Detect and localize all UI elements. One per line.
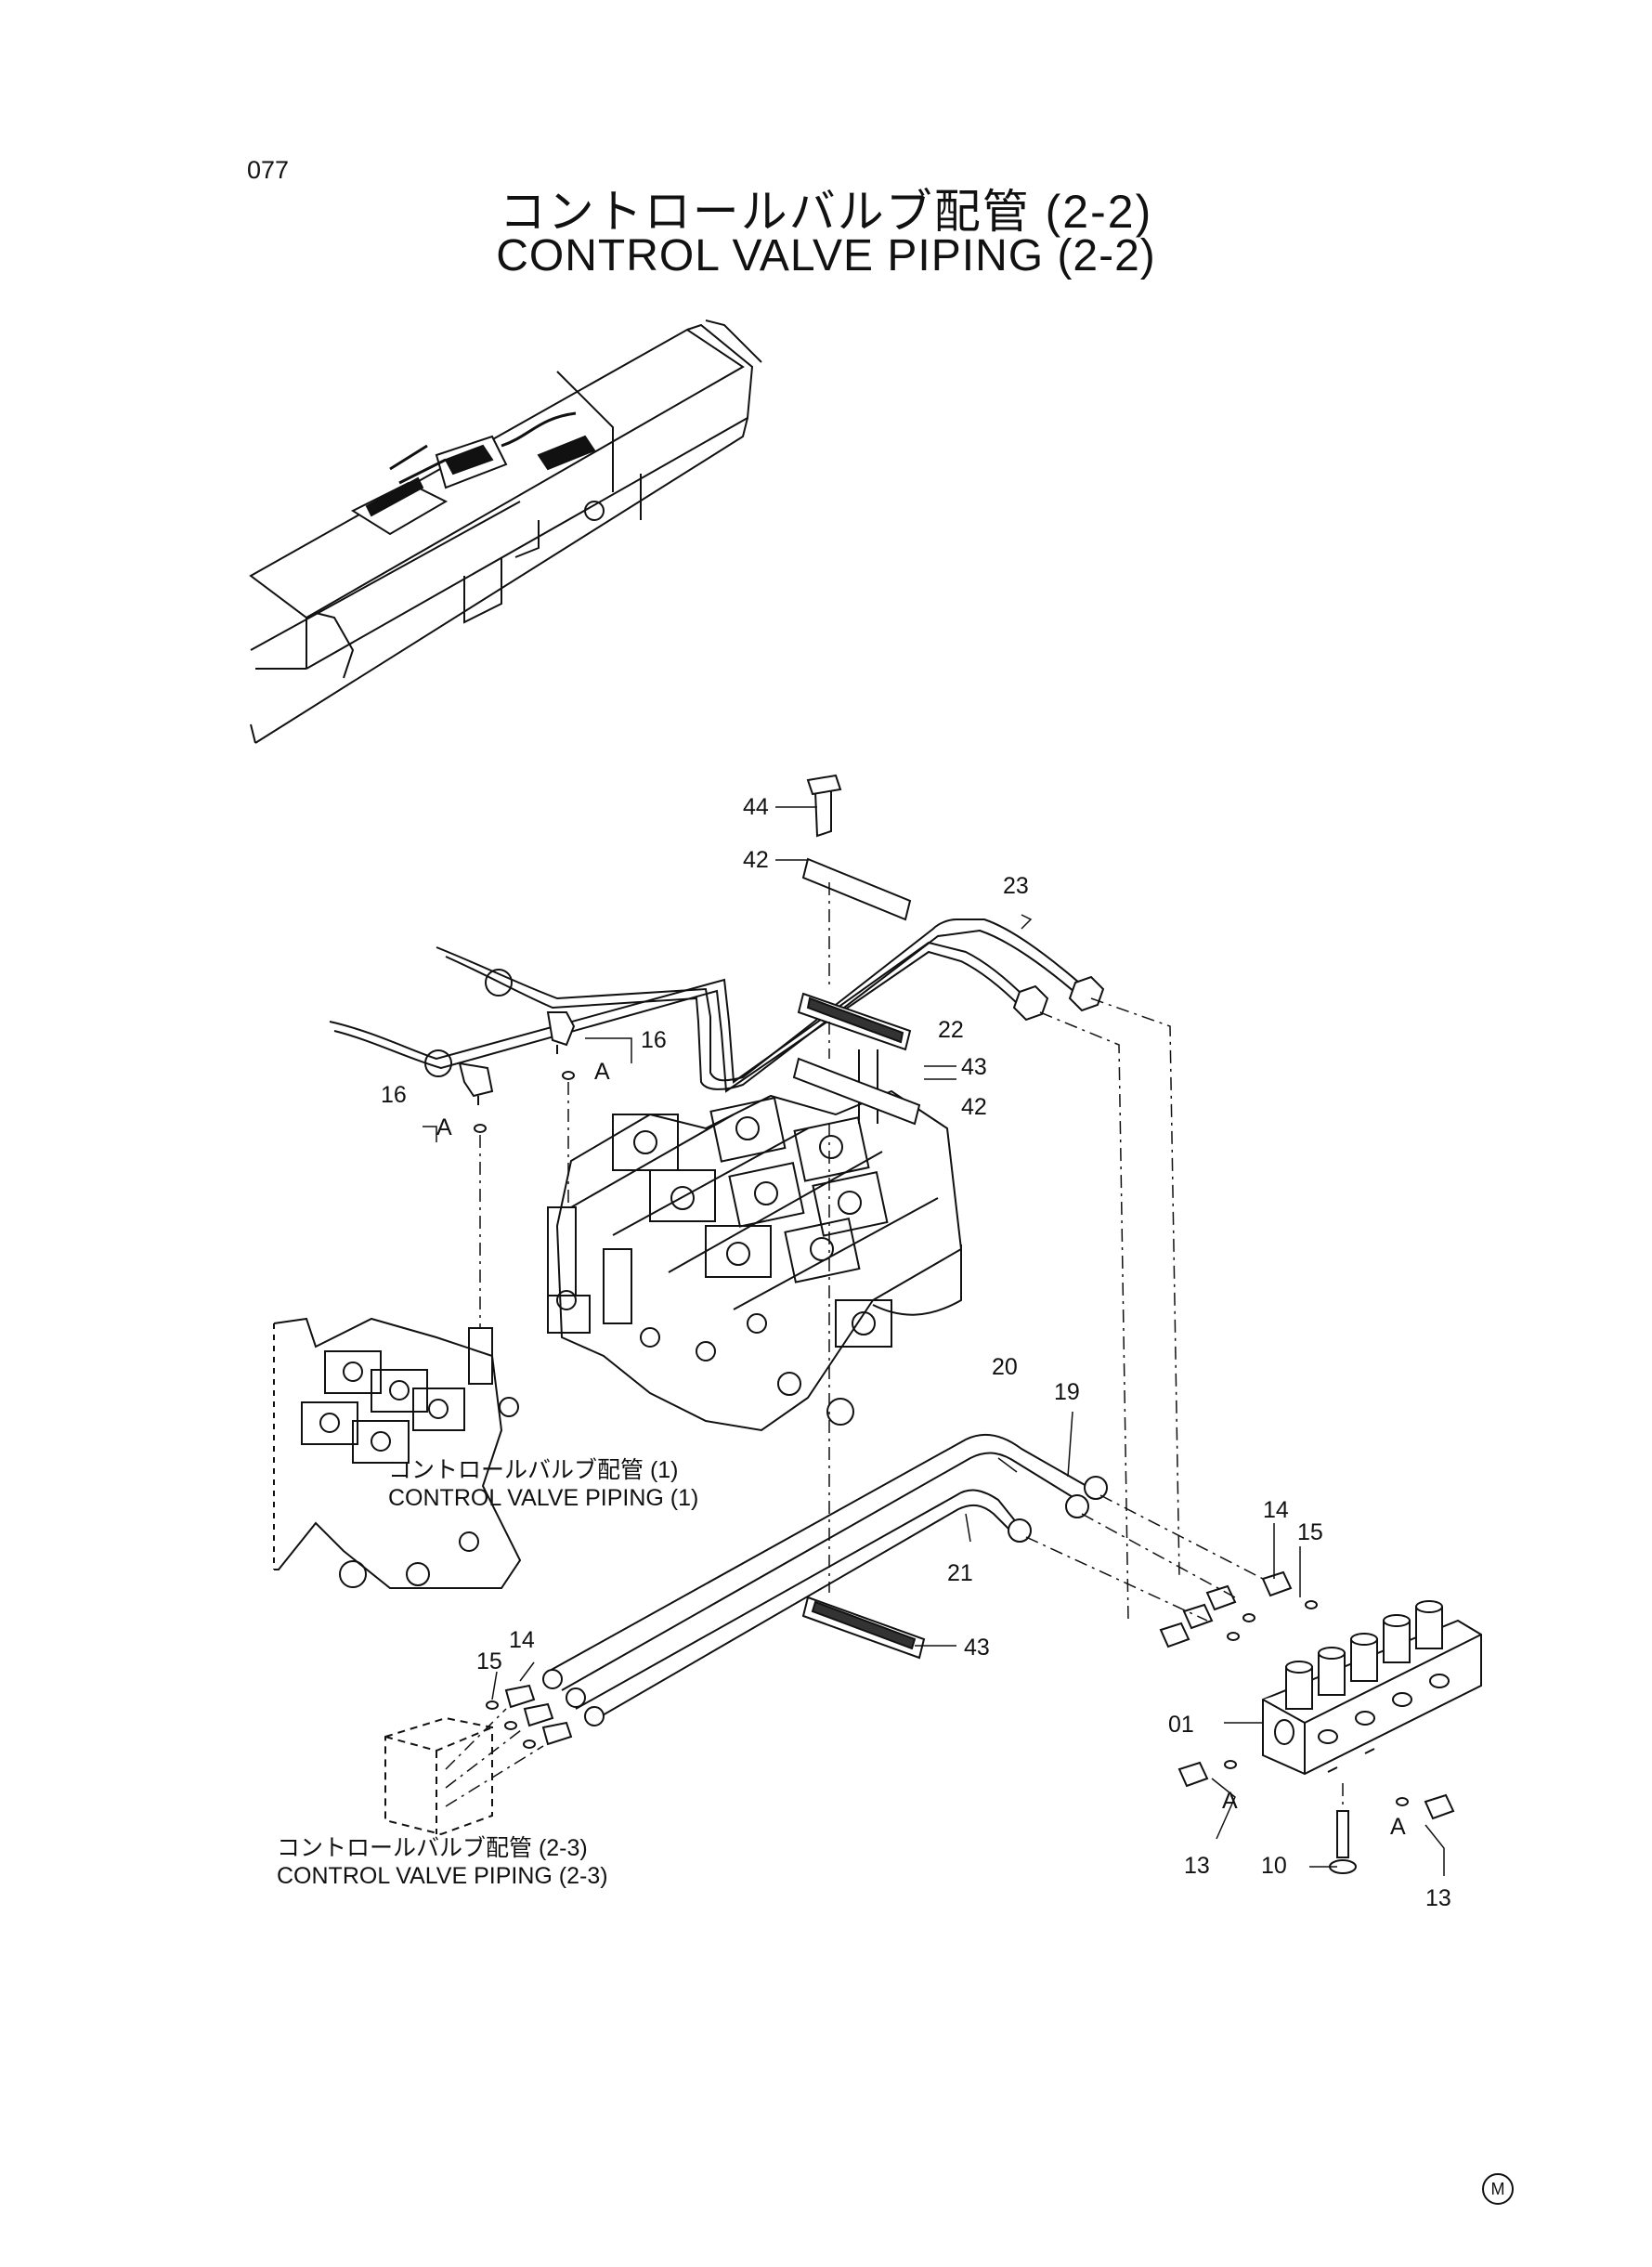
leader-lines — [423, 806, 1445, 1876]
page-title-en: CONTROL VALVE PIPING (2-2) — [496, 231, 1156, 280]
control-valve-block — [547, 1049, 963, 1432]
part-label-15-left: 15 — [476, 1648, 502, 1674]
elbow-fitting-16 — [458, 1011, 576, 1133]
part-label-20: 20 — [992, 1354, 1018, 1380]
part-label-16-left: 16 — [381, 1082, 407, 1108]
part-label-10: 10 — [1261, 1853, 1287, 1879]
part-label-13-right: 13 — [1425, 1885, 1451, 1911]
manifold-block-01 — [1262, 1600, 1482, 1776]
footer-mark: M — [1482, 2173, 1514, 2205]
adjacent-valve-block — [273, 1317, 522, 1589]
left-fittings-14-15 — [486, 1684, 573, 1749]
part-label-14-right: 14 — [1263, 1497, 1289, 1523]
part-label-22: 22 — [938, 1017, 964, 1043]
overview-valve-block — [350, 411, 596, 536]
part-label-42-mid: 42 — [961, 1094, 987, 1120]
label-A-manifold-left: A — [1222, 1788, 1238, 1814]
label-A-manifold-right: A — [1390, 1814, 1406, 1840]
dashed-routing-lines — [445, 882, 1344, 1811]
clamp-stack-upper — [792, 774, 921, 1126]
reference-2-3-en: CONTROL VALVE PIPING (2-3) — [277, 1863, 608, 1889]
part-label-14-left: 14 — [509, 1627, 535, 1653]
overview-frame — [249, 319, 762, 744]
reference-2-3-jp: コントロールバルブ配管 (2-3) — [277, 1835, 588, 1861]
pipe-end-nuts — [1012, 975, 1105, 1022]
part-label-13-left: 13 — [1184, 1853, 1210, 1879]
reference-box-2-3 — [384, 1716, 493, 1836]
pipe-23 — [436, 919, 1087, 1090]
reference-1-en: CONTROL VALVE PIPING (1) — [388, 1485, 699, 1511]
part-label-21: 21 — [947, 1560, 973, 1586]
part-label-19: 19 — [1054, 1379, 1080, 1405]
pipe-20-19-21 — [547, 1433, 1087, 1724]
manifold-fittings — [1159, 1570, 1455, 1874]
part-label-43-top: 43 — [961, 1054, 987, 1080]
part-label-16-right: 16 — [641, 1027, 667, 1053]
page-title-jp: コントロールバルブ配管 (2-2) — [499, 186, 1153, 238]
label-A-left: A — [436, 1114, 452, 1140]
reference-caption-1: コントロールバルブ配管 (1) CONTROL VALVE PIPING (1) — [388, 1456, 698, 1512]
part-label-23: 23 — [1003, 873, 1029, 899]
clamp-lower-43 — [801, 1596, 926, 1660]
part-label-43-bottom: 43 — [964, 1635, 990, 1661]
part-label-01: 01 — [1168, 1712, 1194, 1738]
label-A-right: A — [594, 1059, 610, 1085]
pipe-22 — [329, 941, 1027, 1093]
reference-caption-2-3: コントロールバルブ配管 (2-3) CONTROL VALVE PIPING (… — [277, 1834, 608, 1890]
page-number: 077 — [247, 156, 290, 184]
part-label-15-right: 15 — [1297, 1519, 1323, 1545]
part-label-44: 44 — [743, 794, 769, 820]
part-label-42-top: 42 — [743, 847, 769, 873]
reference-1-jp: コントロールバルブ配管 (1) — [388, 1457, 679, 1483]
pipe-end-nuts-lower — [542, 1476, 1108, 1726]
